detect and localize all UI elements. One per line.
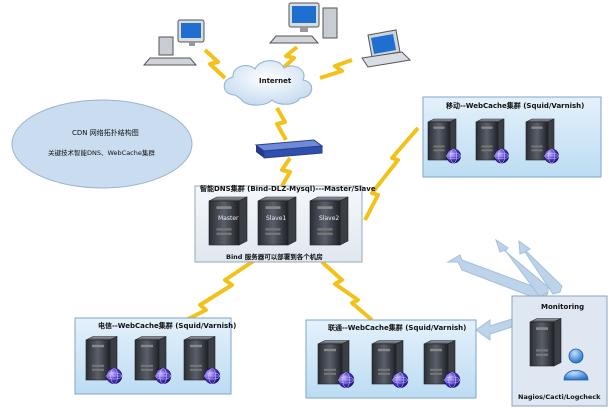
dns-slave2-server-icon — [309, 196, 349, 246]
note-title: CDN 网络拓扑结构图 — [72, 129, 139, 137]
network-links — [181, 45, 420, 324]
monitoring-tools: Nagios/Cacti/Logcheck — [518, 393, 601, 401]
arrow-monitor-to-dns — [495, 238, 549, 298]
mobile-cluster-title: 移动--WebCache集群 (Squid/Varnish) — [446, 102, 585, 110]
dns-master-server-icon — [208, 196, 248, 246]
monitoring-arrows — [446, 238, 563, 341]
globe-icon — [494, 148, 509, 164]
monitoring-title: Monitoring — [541, 303, 585, 311]
arrow-monitor-to-mobile-top — [518, 239, 563, 295]
admin-user-icon — [563, 348, 589, 381]
globe-icon — [106, 368, 123, 384]
dns-slave1-server-icon — [257, 196, 297, 246]
telecom-cluster-title: 电信--WebCache集群 (Squid/Varnish) — [98, 322, 237, 330]
unicom-cache-server-2-icon — [371, 340, 409, 388]
arrow-monitor-to-unicom — [475, 317, 516, 341]
dns-cluster-footer: Bind 服务器可以部署到各个机房 — [226, 253, 323, 261]
server-layer — [85, 118, 562, 388]
laptop-icon — [361, 29, 412, 68]
link-dns-unicom — [320, 260, 374, 322]
mobile-cache-server-1-icon — [427, 118, 461, 164]
link-pc2-internet — [279, 45, 299, 72]
globe-icon — [444, 372, 461, 388]
internet-cloud — [223, 60, 313, 106]
globe-icon — [544, 148, 559, 164]
globe-icon — [446, 148, 461, 164]
link-dns-telecom — [181, 258, 257, 324]
link-internet-router — [275, 107, 288, 141]
monitoring-server-icon — [529, 318, 562, 367]
globe-icon — [338, 372, 355, 388]
globe-icon — [155, 368, 172, 384]
unicom-cache-server-1-icon — [317, 340, 355, 388]
link-router-dns — [280, 156, 292, 187]
link-dns-mobile — [363, 126, 420, 221]
desktop-computer-2-icon — [268, 2, 338, 44]
desktop-computer-1-icon — [142, 19, 205, 66]
internet-label: Internet — [259, 77, 292, 85]
telecom-cache-server-3-icon — [183, 336, 221, 384]
note-subtitle: 关键技术智能DNS、WebCache集群 — [48, 149, 155, 157]
unicom-cluster-title: 联通--WebCache集群 (Squid/Varnish) — [328, 324, 467, 332]
globe-icon — [392, 372, 409, 388]
router-switch-icon — [254, 139, 324, 159]
note-ellipse — [11, 99, 193, 189]
mobile-cache-server-2-icon — [475, 118, 509, 164]
dns-server-slave2-label: Slave2 — [319, 215, 340, 222]
mobile-cache-server-3-icon — [525, 118, 559, 164]
link-laptop-internet — [319, 58, 353, 80]
dns-server-slave1-label: Slave1 — [266, 215, 287, 222]
dns-server-master-label: Master — [218, 215, 239, 222]
telecom-cache-server-1-icon — [85, 336, 123, 384]
dns-cluster-title: 智能DNS集群 (Bind-DLZ-Mysql)---Master/Slave — [200, 185, 376, 193]
telecom-cache-server-2-icon — [134, 336, 172, 384]
link-pc1-internet — [203, 48, 227, 80]
globe-icon — [204, 368, 221, 384]
unicom-cache-server-3-icon — [423, 340, 461, 388]
